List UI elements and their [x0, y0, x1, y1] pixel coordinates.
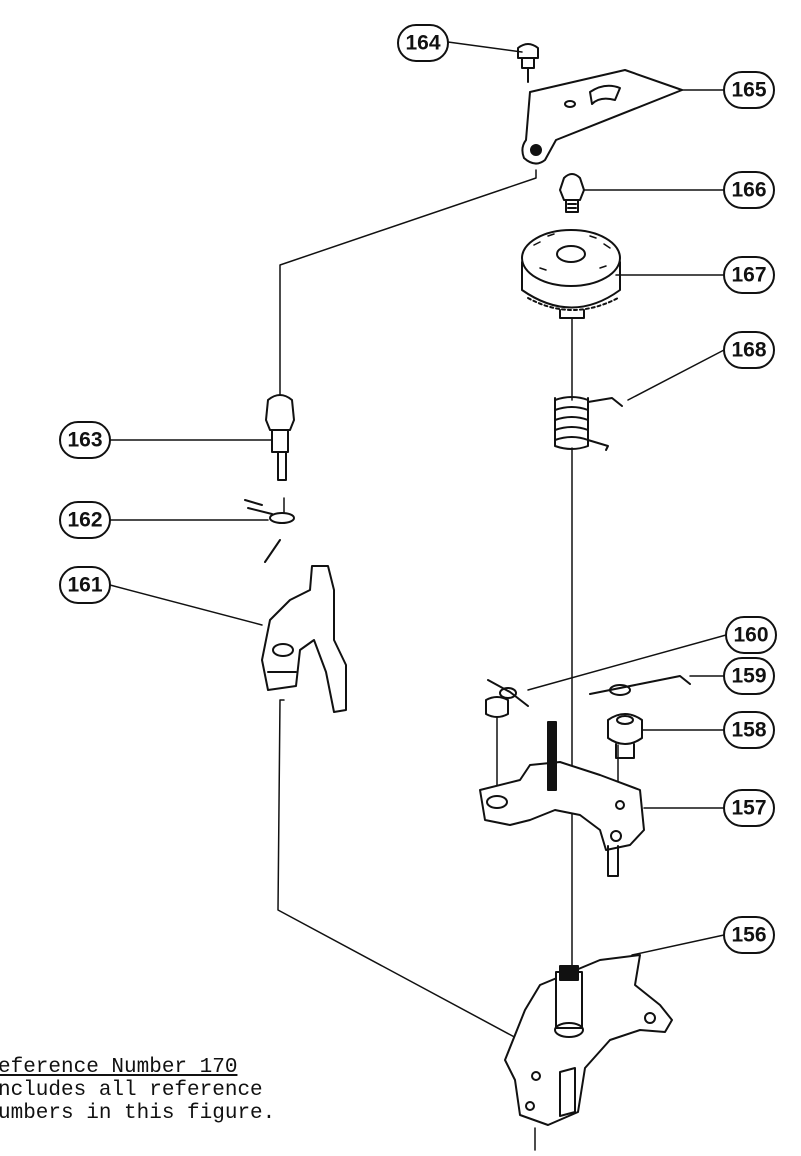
- part-168-spring: [554, 396, 623, 451]
- part-165-plate: [521, 69, 683, 165]
- reference-note-line-3: umbers in this figure.: [0, 1102, 276, 1125]
- part-160-spring: [487, 679, 529, 707]
- part-collar: [485, 696, 509, 718]
- callout-159: 159: [731, 665, 766, 688]
- part-159-spring: [589, 675, 691, 696]
- reference-note-title: eference Number 170: [0, 1056, 238, 1079]
- assembly-lines: [277, 169, 619, 1151]
- part-158-bushing: [607, 713, 643, 759]
- part-164-screw: [517, 43, 539, 83]
- callout-161: 161: [67, 574, 102, 597]
- part-161-lever: [261, 565, 347, 713]
- callout-165: 165: [731, 79, 766, 102]
- callout-158: 158: [731, 719, 766, 742]
- callout-bubbles: [59, 24, 777, 954]
- callout-167: 167: [731, 264, 766, 287]
- reference-note-line-2: ncludes all reference: [0, 1079, 263, 1102]
- callout-156: 156: [731, 924, 766, 947]
- part-156-base-plate: [504, 954, 673, 1126]
- callout-162: 162: [67, 509, 102, 532]
- callout-157: 157: [731, 797, 766, 820]
- part-167-dial-gear: [521, 229, 621, 319]
- part-157-bracket: [479, 721, 645, 877]
- leader-lines: [109, 41, 727, 956]
- callout-160: 160: [733, 624, 768, 647]
- reference-note: eference Number 170 ncludes all referenc…: [0, 1056, 275, 1125]
- part-163-shaft: [265, 394, 295, 481]
- callout-168: 168: [731, 339, 766, 362]
- callout-163: 163: [67, 429, 102, 452]
- part-162-spring-clip: [244, 499, 295, 563]
- part-166-post: [559, 173, 585, 213]
- callout-164: 164: [405, 32, 440, 55]
- callout-166: 166: [731, 179, 766, 202]
